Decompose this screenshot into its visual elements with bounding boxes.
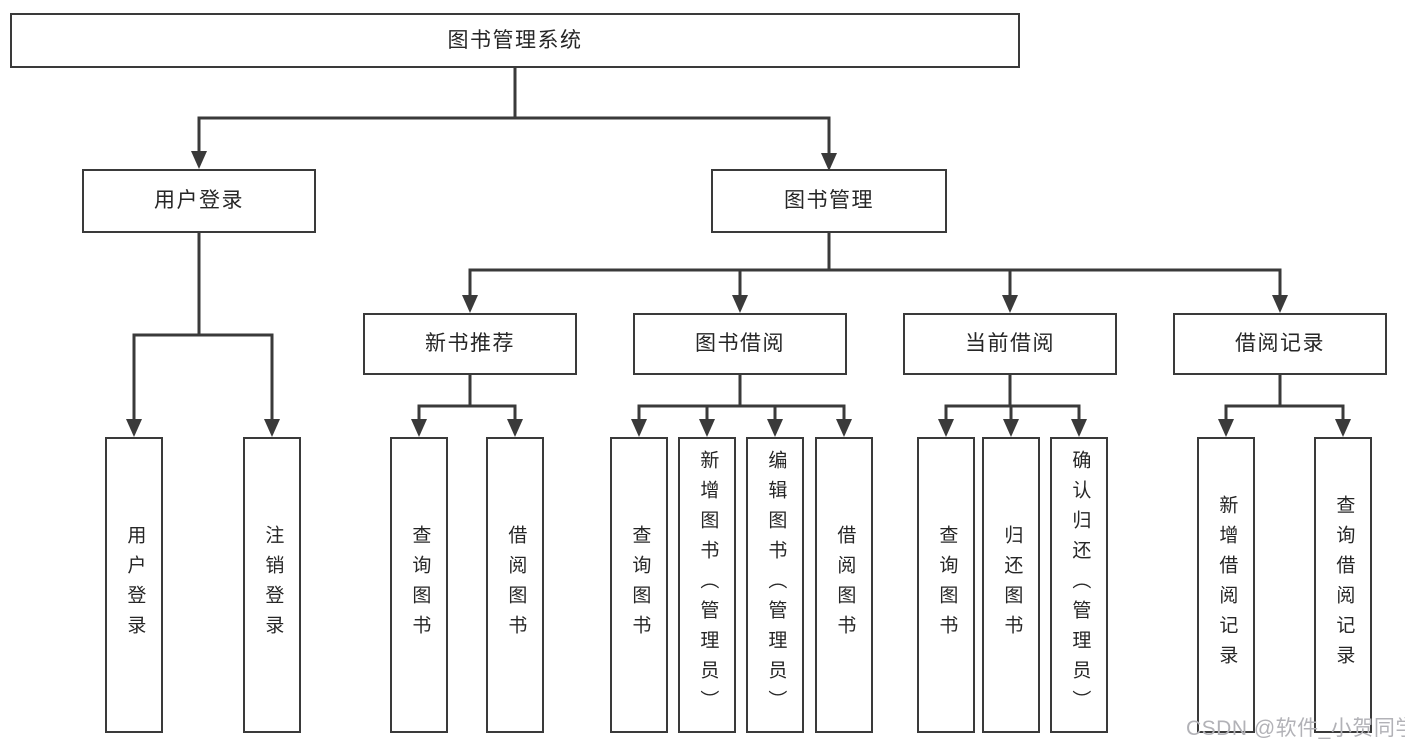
arrowhead-icon bbox=[631, 419, 647, 437]
leaf-current-query-books: 查询图书 bbox=[917, 437, 975, 733]
leaf-confirm-return-admin: 确认归还（管理员） bbox=[1050, 437, 1108, 733]
arrowhead-icon bbox=[191, 151, 207, 169]
node-book-borrow: 图书借阅 bbox=[633, 313, 847, 375]
node-book-management: 图书管理 bbox=[711, 169, 947, 233]
arrowhead-icon bbox=[1335, 419, 1351, 437]
arrowhead-icon bbox=[264, 419, 280, 437]
node-root-library-system: 图书管理系统 bbox=[10, 13, 1020, 68]
leaf-logout-login: 注销登录 bbox=[243, 437, 301, 733]
arrowhead-icon bbox=[126, 419, 142, 437]
arrowhead-icon bbox=[767, 419, 783, 437]
leaf-recommend-query-books: 查询图书 bbox=[390, 437, 448, 733]
leaf-user-login: 用户登录 bbox=[105, 437, 163, 733]
leaf-borrow-borrow-books: 借阅图书 bbox=[815, 437, 873, 733]
arrowhead-icon bbox=[462, 295, 478, 313]
arrowhead-icon bbox=[1002, 295, 1018, 313]
arrowhead-icon bbox=[1071, 419, 1087, 437]
leaf-edit-books-admin: 编辑图书（管理员） bbox=[746, 437, 804, 733]
leaf-recommend-borrow-books: 借阅图书 bbox=[486, 437, 544, 733]
arrowhead-icon bbox=[836, 419, 852, 437]
leaf-return-books: 归还图书 bbox=[982, 437, 1040, 733]
node-user-login: 用户登录 bbox=[82, 169, 316, 233]
arrowhead-icon bbox=[699, 419, 715, 437]
arrowhead-icon bbox=[732, 295, 748, 313]
leaf-add-books-admin: 新增图书（管理员） bbox=[678, 437, 736, 733]
arrowhead-icon bbox=[1272, 295, 1288, 313]
arrowhead-icon bbox=[411, 419, 427, 437]
leaf-query-borrow-record: 查询借阅记录 bbox=[1314, 437, 1372, 733]
arrowhead-icon bbox=[938, 419, 954, 437]
arrowhead-icon bbox=[507, 419, 523, 437]
csdn-watermark: CSDN @软件_小贺同学 bbox=[1186, 717, 1405, 740]
node-current-borrow: 当前借阅 bbox=[903, 313, 1117, 375]
drop-paths bbox=[132, 116, 1345, 425]
leaf-borrow-query-books: 查询图书 bbox=[610, 437, 668, 733]
arrowhead-icon bbox=[1218, 419, 1234, 437]
leaf-add-borrow-record: 新增借阅记录 bbox=[1197, 437, 1255, 733]
node-new-book-recommend: 新书推荐 bbox=[363, 313, 577, 375]
node-borrow-records: 借阅记录 bbox=[1173, 313, 1387, 375]
arrowhead-icon bbox=[1003, 419, 1019, 437]
